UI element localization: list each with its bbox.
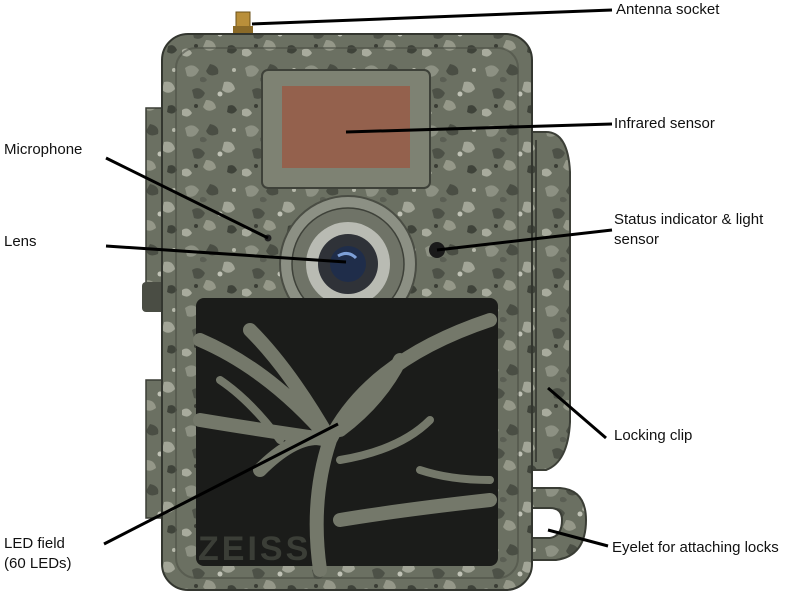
label-eyelet: Eyelet for attaching locks: [612, 538, 779, 558]
brand-mark: ZEISS: [198, 530, 311, 568]
label-eyelet-text: Eyelet for attaching locks: [612, 539, 779, 556]
label-lens: Lens: [4, 232, 37, 252]
label-locking-clip-text: Locking clip: [614, 427, 693, 444]
label-infrared-text: Infrared sensor: [614, 115, 715, 132]
leader-locking-clip: [547, 386, 607, 440]
label-status-indicator: Status indicator & light sensor: [614, 210, 763, 250]
leader-eyelet: [547, 528, 609, 548]
label-led-field: LED field (60 LEDs): [4, 534, 72, 574]
label-status-line1: Status indicator & light: [614, 211, 764, 228]
leader-led-field: [103, 422, 339, 546]
label-led-line2: (60 LEDs): [4, 555, 72, 572]
label-locking-clip: Locking clip: [614, 426, 692, 446]
label-lens-text: Lens: [4, 233, 37, 250]
led-field: [193, 298, 498, 577]
leader-antenna: [251, 8, 613, 26]
leader-microphone: [105, 156, 269, 240]
label-infrared-sensor: Infrared sensor: [614, 114, 715, 134]
leader-status: [436, 228, 613, 252]
label-antenna-text: Antenna socket: [616, 1, 720, 18]
label-status-line2: sensor: [614, 231, 660, 248]
infrared-sensor: [261, 69, 431, 189]
label-led-line1: LED field: [4, 535, 65, 552]
leader-lens: [105, 244, 347, 264]
label-microphone-text: Microphone: [4, 141, 83, 158]
label-microphone: Microphone: [4, 140, 82, 160]
leader-infrared: [345, 122, 613, 134]
label-antenna-socket: Antenna socket: [616, 0, 719, 20]
leader-lines: [103, 8, 613, 548]
